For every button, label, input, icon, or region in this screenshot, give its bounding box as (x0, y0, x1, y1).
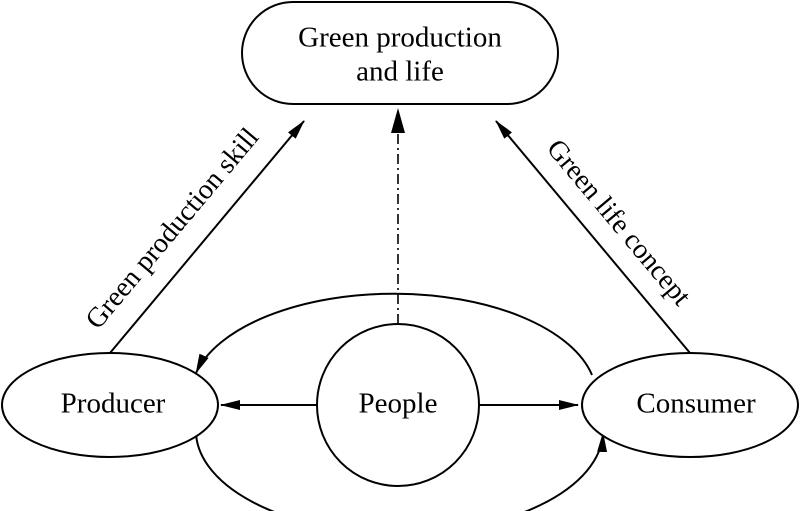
edge-label-green-life-concept: Green life concept (540, 133, 697, 311)
outer-loop-top-arc (195, 292, 593, 376)
edge-label-green-production-skill: Green production skill (80, 122, 266, 335)
node-people-label: People (359, 388, 438, 420)
node-producer-label: Producer (61, 388, 166, 420)
edge-people-to-top-arrowhead (391, 108, 405, 133)
node-green-production-and-life (241, 1, 559, 105)
edge-consumer-to-top (495, 120, 691, 354)
node-consumer-label: Consumer (636, 388, 756, 420)
node-green-production-and-life-label-2: and life (356, 56, 444, 88)
node-green-production-and-life-label-1: Green production (298, 22, 502, 54)
outer-loop-bottom-arc (194, 427, 608, 511)
edge-producer-to-top (109, 120, 305, 354)
